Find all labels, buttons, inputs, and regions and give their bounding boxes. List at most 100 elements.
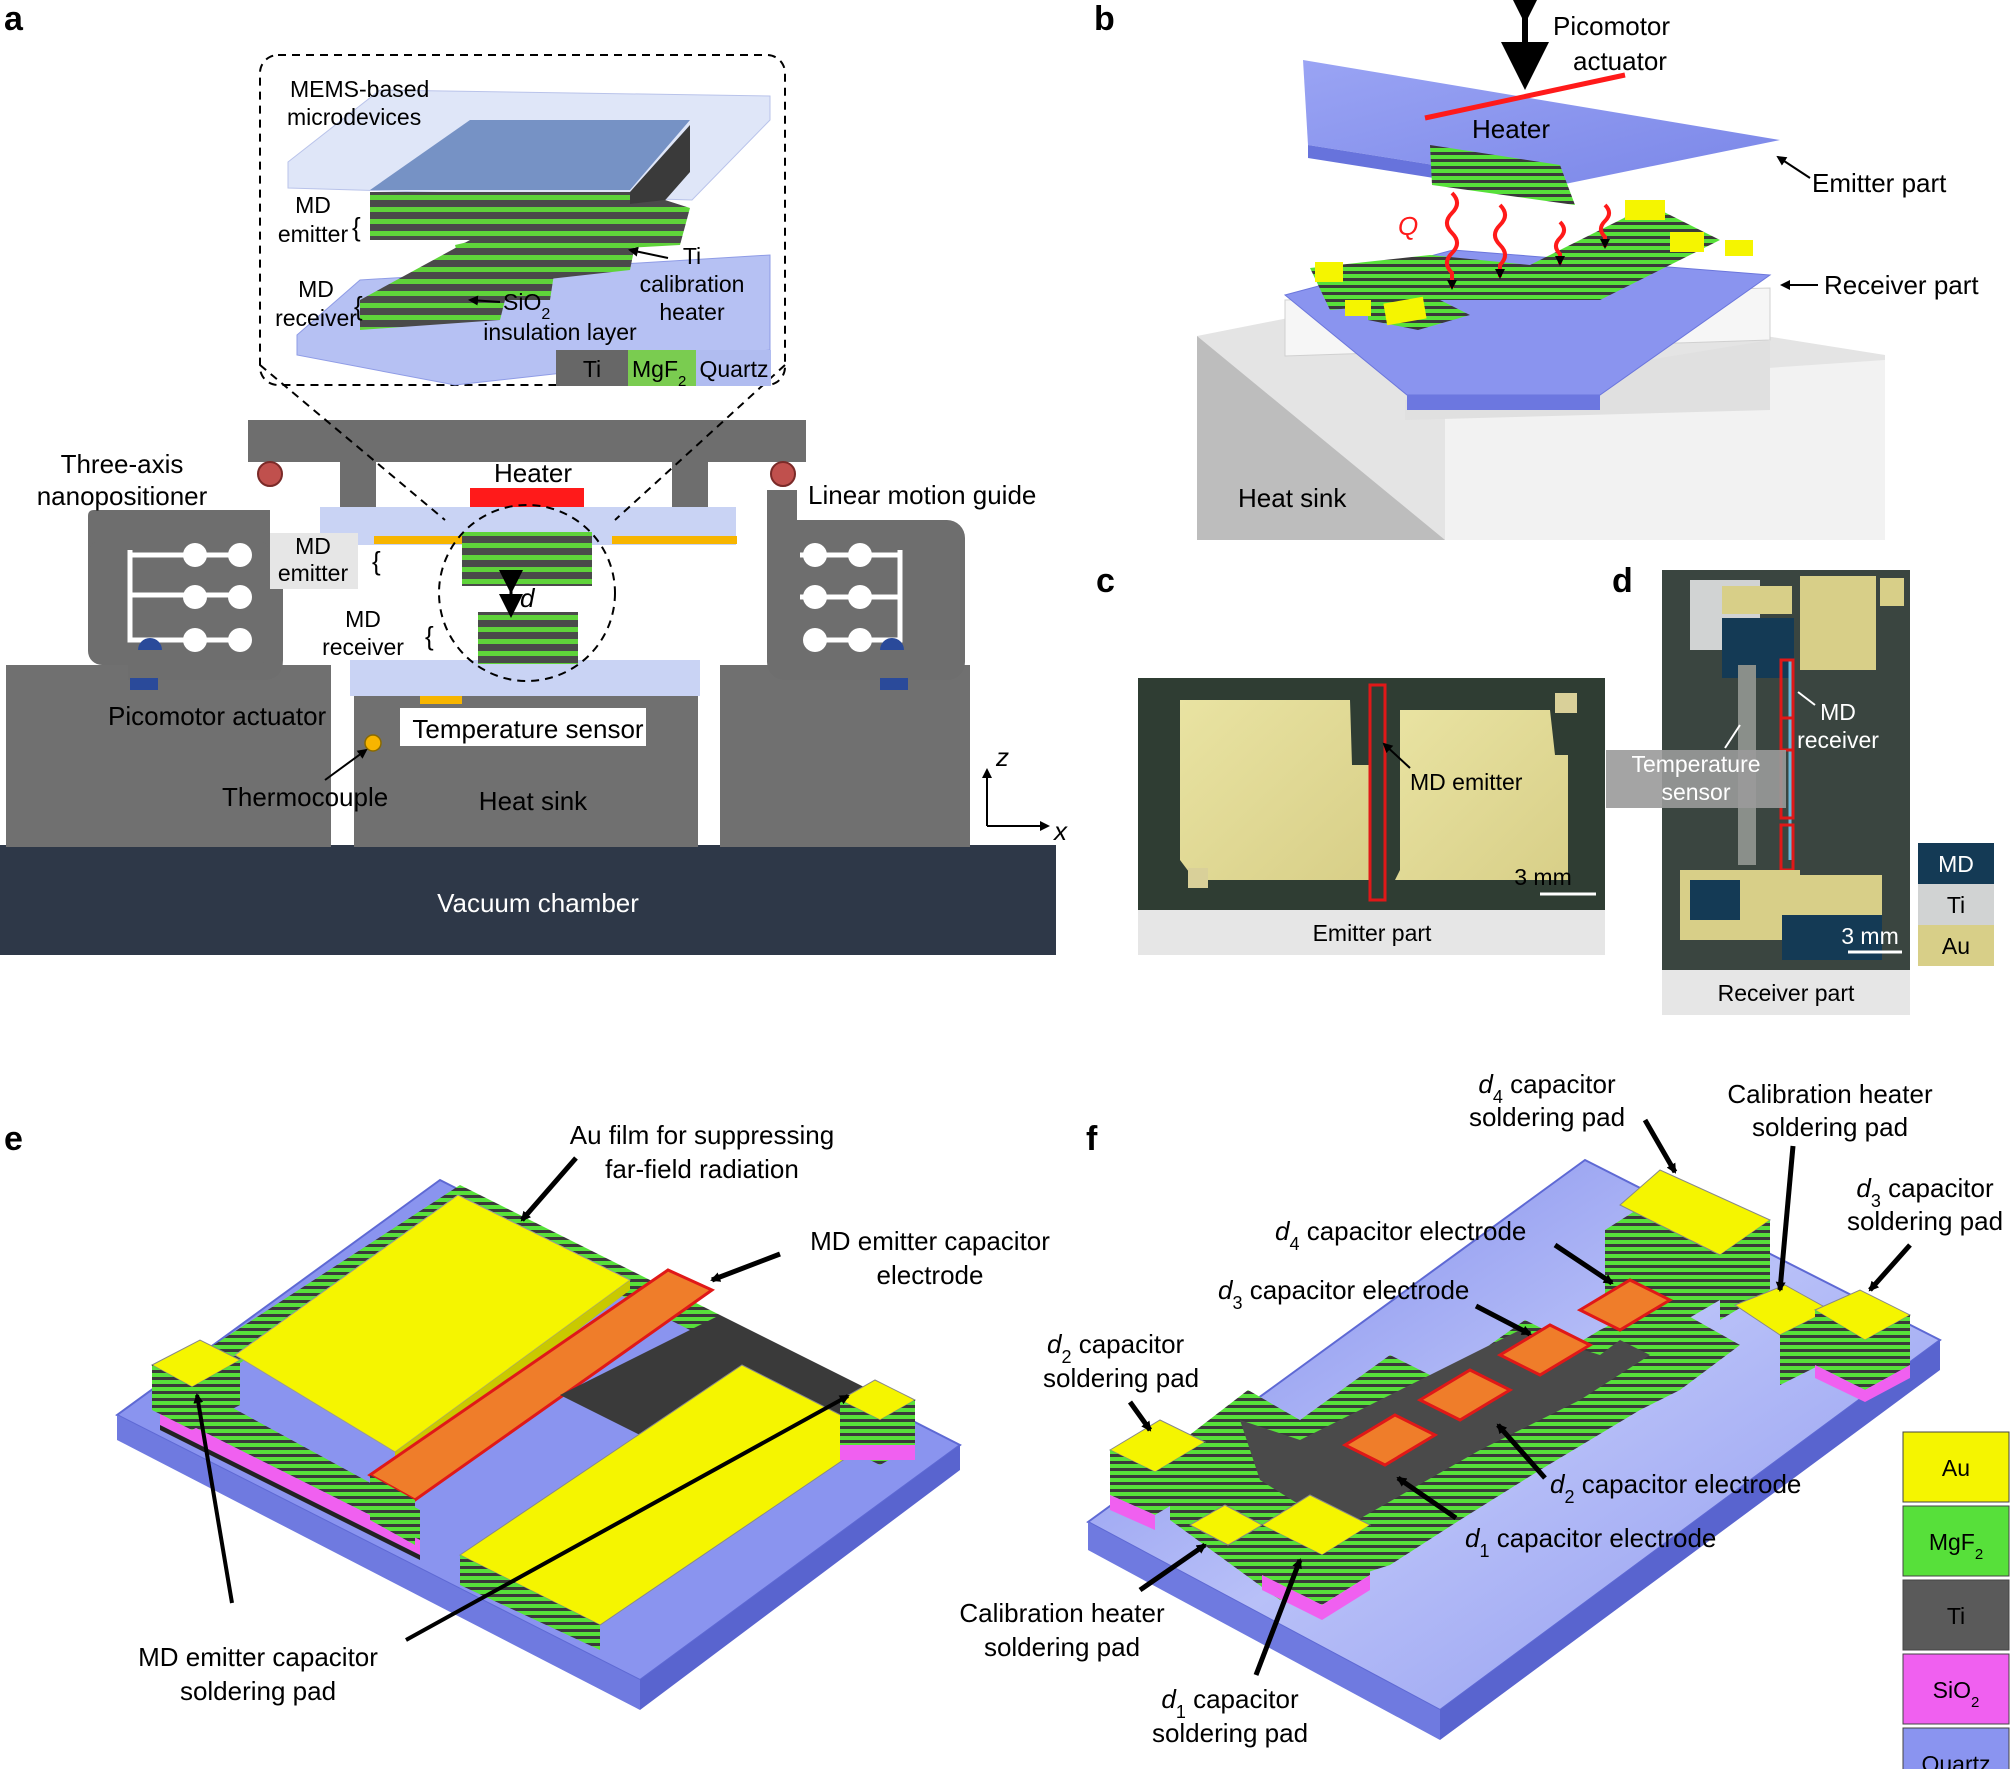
inset-legend-quartz [696, 350, 771, 386]
left-picomotor-tip [130, 678, 158, 690]
d-temp-label-1: Temperature [1631, 751, 1760, 777]
b-receiver-part-label: Receiver part [1824, 270, 1979, 300]
f-d3pad-var: d [1856, 1173, 1872, 1203]
f-d1pad-var: d [1161, 1684, 1177, 1714]
f-d3el-label: d3 capacitor electrode [1218, 1275, 1469, 1313]
bridge-leg-right [672, 460, 708, 510]
f-d2pad-label-1: d2 capacitor [1047, 1329, 1185, 1367]
thermocouple-label: Thermocouple [222, 782, 388, 812]
f-quartz-edge-left [1088, 1522, 1440, 1740]
f-calpad-bot-label-2: soldering pad [984, 1632, 1140, 1662]
c-corner-square-right [1555, 693, 1577, 713]
gap-label: d [520, 583, 536, 613]
nanopositioner-label-1: Three-axis [61, 449, 184, 479]
panel-e: e Au film for suppressing far-field radi… [4, 1120, 1050, 1710]
f-d3el-var: d [1218, 1275, 1234, 1305]
e-left-pad-side [152, 1365, 192, 1430]
panel-d: d Temperature sensor MD receiver 3 mm Re… [1606, 562, 1994, 1015]
f-d4el-label: d4 capacitor electrode [1275, 1216, 1526, 1254]
axis-x-label: x [1052, 816, 1068, 846]
f-calpad-top-label-1: Calibration heater [1727, 1079, 1933, 1109]
inset-connector-left [259, 364, 446, 521]
inset-ti-label-1: Ti [683, 243, 701, 269]
f-legend-label-2: Ti [1947, 1603, 1965, 1629]
e-au-film-label-1: Au film for suppressing [570, 1120, 834, 1150]
emitter-au-left [374, 536, 464, 544]
f-d1pad-sub: 1 [1176, 1702, 1186, 1722]
f-legend-label-1: MgF2 [1929, 1529, 1983, 1563]
f-legend-swatch-0 [1902, 1431, 2010, 1503]
b-heater-label: Heater [1472, 114, 1550, 144]
e-pad-arrow-right [405, 1394, 850, 1642]
f-legend-swatch-2 [1902, 1579, 2010, 1651]
inset-md-receiver-2 [455, 230, 560, 300]
right-picomotor-tip [880, 678, 908, 690]
d-scale-label: 3 mm [1841, 923, 1899, 949]
f-legend-label-3: SiO2 [1933, 1677, 1980, 1711]
c-md-emitter-arrow [1382, 742, 1411, 769]
b-au-pad-1 [1315, 262, 1343, 282]
thermocouple-arrow [324, 748, 368, 781]
inset-emitter-brace: { [352, 212, 361, 242]
e-right-small-sio2 [840, 1445, 915, 1460]
f-d3-pad-side [1815, 1310, 1865, 1390]
heater-strip [470, 488, 584, 507]
c-scale-label: 3 mm [1514, 864, 1572, 890]
f-d2-pad-front [1155, 1442, 1205, 1515]
d-au-pad-5 [1782, 875, 1882, 915]
c-md-emitter-outline [1368, 683, 1387, 902]
f-d2-pad-sio2 [1110, 1495, 1155, 1530]
c-caption: Emitter part [1313, 920, 1432, 946]
inset-title-2: microdevices [287, 104, 421, 130]
f-quartz-edge-right [1440, 1340, 1940, 1740]
inset-md-emitter-2: emitter [278, 221, 349, 247]
b-heater-strip [1424, 72, 1626, 121]
heat-sink-label: Heat sink [479, 786, 588, 816]
f-d3-pad-sio2 [1815, 1365, 1910, 1402]
panel-f: f d4 capacitor s [959, 1069, 2010, 1769]
panel-label-e: e [4, 1120, 23, 1158]
f-d1el-sub: 1 [1479, 1541, 1489, 1561]
d-legend-ti [1918, 884, 1994, 925]
f-d2pad-var: d [1047, 1329, 1063, 1359]
e-quartz-edge-left [117, 1415, 640, 1710]
c-right-pad [1395, 710, 1568, 880]
f-calpad-bot-arrow [1138, 1542, 1207, 1593]
b-au-pad-5 [1670, 232, 1704, 252]
f-d3el-arrow [1474, 1303, 1532, 1337]
panel-label-f: f [1086, 1120, 1098, 1158]
e-electrode-stack [370, 1475, 415, 1545]
f-d3-electrode [1496, 1323, 1594, 1377]
panel-label-a: a [4, 0, 24, 38]
f-calpad-bot-label-1: Calibration heater [959, 1598, 1165, 1628]
d-legend-md [1918, 843, 1994, 884]
panel-label-c: c [1096, 562, 1115, 600]
inset-ti-label-2: calibration [640, 271, 745, 297]
e-quartz-edge-right [640, 1445, 960, 1710]
d-au-pad-2 [1800, 576, 1876, 670]
inset-legend-ti-label: Ti [583, 356, 601, 382]
f-legend-label-0: Au [1942, 1455, 1970, 1481]
f-d3pad-label-2: soldering pad [1847, 1206, 2003, 1236]
e-pad-label-1: MD emitter capacitor [138, 1642, 378, 1672]
f-d1pad-label-2: soldering pad [1152, 1718, 1308, 1748]
f-d4pad-label-1: d4 capacitor [1478, 1069, 1616, 1107]
d-legend-au-label: Au [1942, 933, 1970, 959]
axes-indicator: z x [982, 742, 1068, 846]
inset-ti-arrow [628, 246, 669, 259]
f-d4el-text: capacitor electrode [1299, 1216, 1526, 1246]
c-corner-square-left [1188, 868, 1208, 888]
f-d2el-text: capacitor electrode [1574, 1469, 1801, 1499]
e-pad-label-2: soldering pad [180, 1676, 336, 1706]
e-electrode-label-1: MD emitter capacitor [810, 1226, 1050, 1256]
f-d4pad-label-2: soldering pad [1469, 1102, 1625, 1132]
zoom-circle [438, 504, 616, 682]
heater-label: Heater [494, 458, 572, 488]
f-d1-pad-side [1262, 1525, 1322, 1605]
panel-label-b: b [1094, 0, 1115, 38]
md-emitter-label-1: MD [295, 533, 331, 559]
left-red-roller [257, 461, 283, 487]
f-calpad-top-label-2: soldering pad [1752, 1112, 1908, 1142]
md-receiver-brace: { [425, 621, 434, 651]
